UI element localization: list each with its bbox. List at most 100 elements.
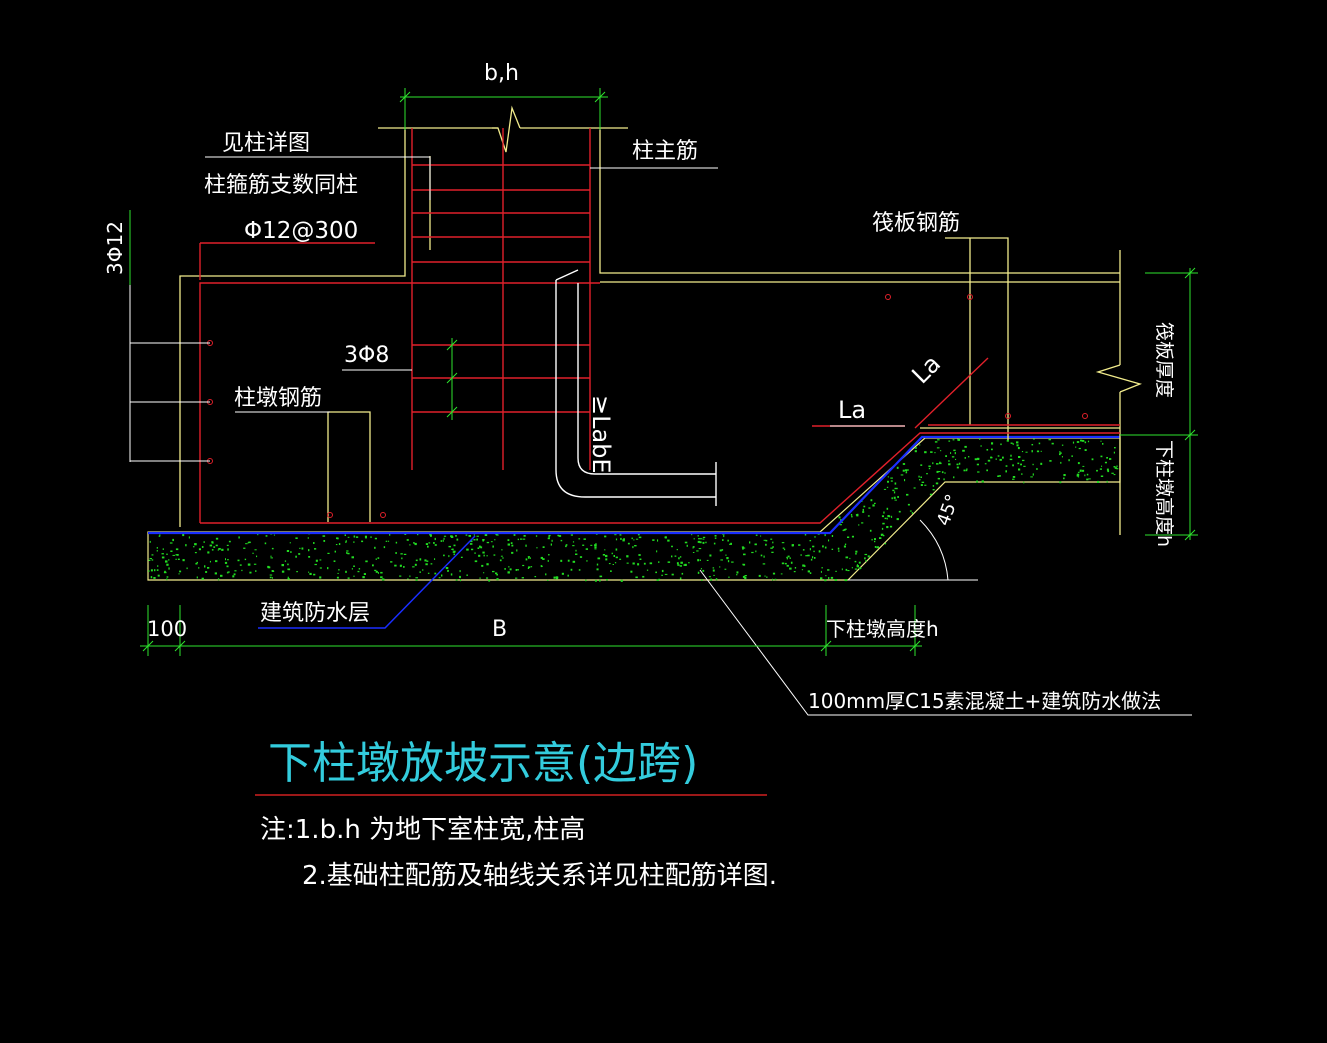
concrete-speckle: [575, 549, 577, 552]
concrete-speckle: [980, 445, 982, 447]
concrete-speckle: [215, 560, 218, 563]
concrete-speckle: [936, 447, 940, 449]
concrete-speckle: [1104, 461, 1107, 464]
concrete-speckle: [429, 533, 432, 536]
concrete-speckle: [882, 522, 885, 525]
concrete-speckle: [845, 556, 849, 559]
concrete-speckle: [632, 546, 634, 549]
concrete-speckle: [713, 542, 716, 545]
concrete-speckle: [782, 547, 785, 549]
concrete-speckle: [361, 540, 364, 543]
concrete-speckle: [319, 576, 322, 579]
concrete-speckle: [1078, 447, 1081, 450]
concrete-speckle: [243, 547, 246, 549]
concrete-speckle: [1106, 457, 1108, 459]
concrete-speckle: [1009, 458, 1013, 461]
rebar-dot: [380, 512, 386, 518]
concrete-speckle: [473, 534, 475, 536]
concrete-speckle: [194, 552, 197, 554]
concrete-speckle: [365, 560, 368, 563]
concrete-speckle: [562, 573, 564, 575]
note-2: 2.基础柱配筋及轴线关系详见柱配筋详图.: [302, 861, 777, 891]
concrete-speckle: [920, 484, 923, 486]
concrete-speckle: [594, 579, 597, 582]
concrete-speckle: [1048, 439, 1051, 441]
concrete-speckle: [1040, 462, 1043, 465]
concrete-speckle: [185, 544, 187, 547]
concrete-speckle: [550, 543, 552, 546]
concrete-speckle: [1082, 465, 1085, 467]
concrete-speckle: [308, 571, 310, 573]
concrete-speckle: [269, 574, 273, 576]
label-dim-pier-height: 下柱墩高度h: [826, 617, 939, 641]
concrete-speckle: [547, 537, 550, 540]
concrete-speckle: [714, 535, 717, 537]
concrete-speckle: [805, 555, 808, 557]
concrete-speckle: [824, 534, 826, 537]
concrete-speckle: [692, 547, 694, 549]
concrete-speckle: [867, 515, 870, 517]
concrete-speckle: [854, 560, 857, 563]
concrete-speckle: [483, 554, 485, 557]
concrete-speckle: [864, 553, 868, 556]
concrete-speckle: [979, 438, 981, 440]
concrete-speckle: [434, 544, 437, 546]
concrete-speckle: [494, 539, 496, 541]
concrete-speckle: [1005, 470, 1007, 473]
concrete-speckle: [455, 579, 458, 581]
concrete-speckle: [1111, 472, 1114, 474]
concrete-speckle: [708, 576, 711, 578]
concrete-speckle: [736, 574, 738, 576]
concrete-speckle: [702, 569, 705, 572]
concrete-speckle: [684, 541, 688, 544]
concrete-speckle: [781, 562, 785, 565]
concrete-note-leader: [699, 569, 1192, 716]
concrete-speckle: [957, 438, 959, 441]
concrete-speckle: [430, 563, 433, 565]
concrete-speckle: [702, 541, 705, 544]
concrete-speckle: [548, 535, 550, 538]
concrete-speckle: [869, 529, 872, 532]
concrete-speckle: [347, 536, 350, 538]
concrete-speckle: [661, 574, 663, 576]
concrete-speckle: [615, 538, 618, 541]
concrete-speckle: [149, 540, 151, 543]
concrete-speckle: [389, 533, 391, 536]
concrete-speckle: [844, 528, 847, 530]
concrete-speckle: [166, 553, 168, 555]
concrete-speckle: [347, 577, 350, 579]
concrete-speckle: [238, 536, 240, 539]
concrete-speckle: [615, 548, 618, 551]
concrete-speckle: [928, 465, 931, 467]
concrete-speckle: [1030, 476, 1033, 478]
concrete-speckle: [763, 539, 766, 541]
concrete-speckle: [862, 508, 864, 511]
concrete-speckle: [749, 541, 751, 544]
concrete-speckle: [976, 457, 980, 460]
concrete-speckle: [271, 577, 273, 579]
concrete-speckle: [493, 554, 496, 556]
concrete-speckle: [608, 563, 611, 565]
label-pier-rebar: 柱墩钢筋: [234, 386, 322, 411]
concrete-speckle: [883, 488, 887, 490]
concrete-speckles: [148, 438, 1119, 582]
rebar-dot: [1082, 413, 1088, 419]
concrete-speckle: [944, 472, 946, 474]
concrete-speckle: [1005, 465, 1008, 467]
concrete-speckle: [724, 568, 727, 570]
concrete-speckle: [1076, 474, 1079, 477]
concrete-speckle: [843, 529, 846, 531]
concrete-speckle: [508, 566, 510, 568]
concrete-speckle: [691, 533, 693, 536]
concrete-speckle: [264, 542, 267, 545]
concrete-speckle: [905, 471, 908, 474]
concrete-speckle: [252, 552, 254, 554]
concrete-speckle: [868, 507, 871, 509]
concrete-speckle: [697, 571, 700, 574]
concrete-speckle: [1021, 451, 1024, 453]
concrete-speckle: [438, 577, 441, 579]
concrete-speckle: [507, 539, 510, 541]
concrete-speckle: [1016, 441, 1019, 444]
concrete-speckle: [731, 561, 734, 563]
dim-bh-tick-left: [399, 91, 411, 103]
